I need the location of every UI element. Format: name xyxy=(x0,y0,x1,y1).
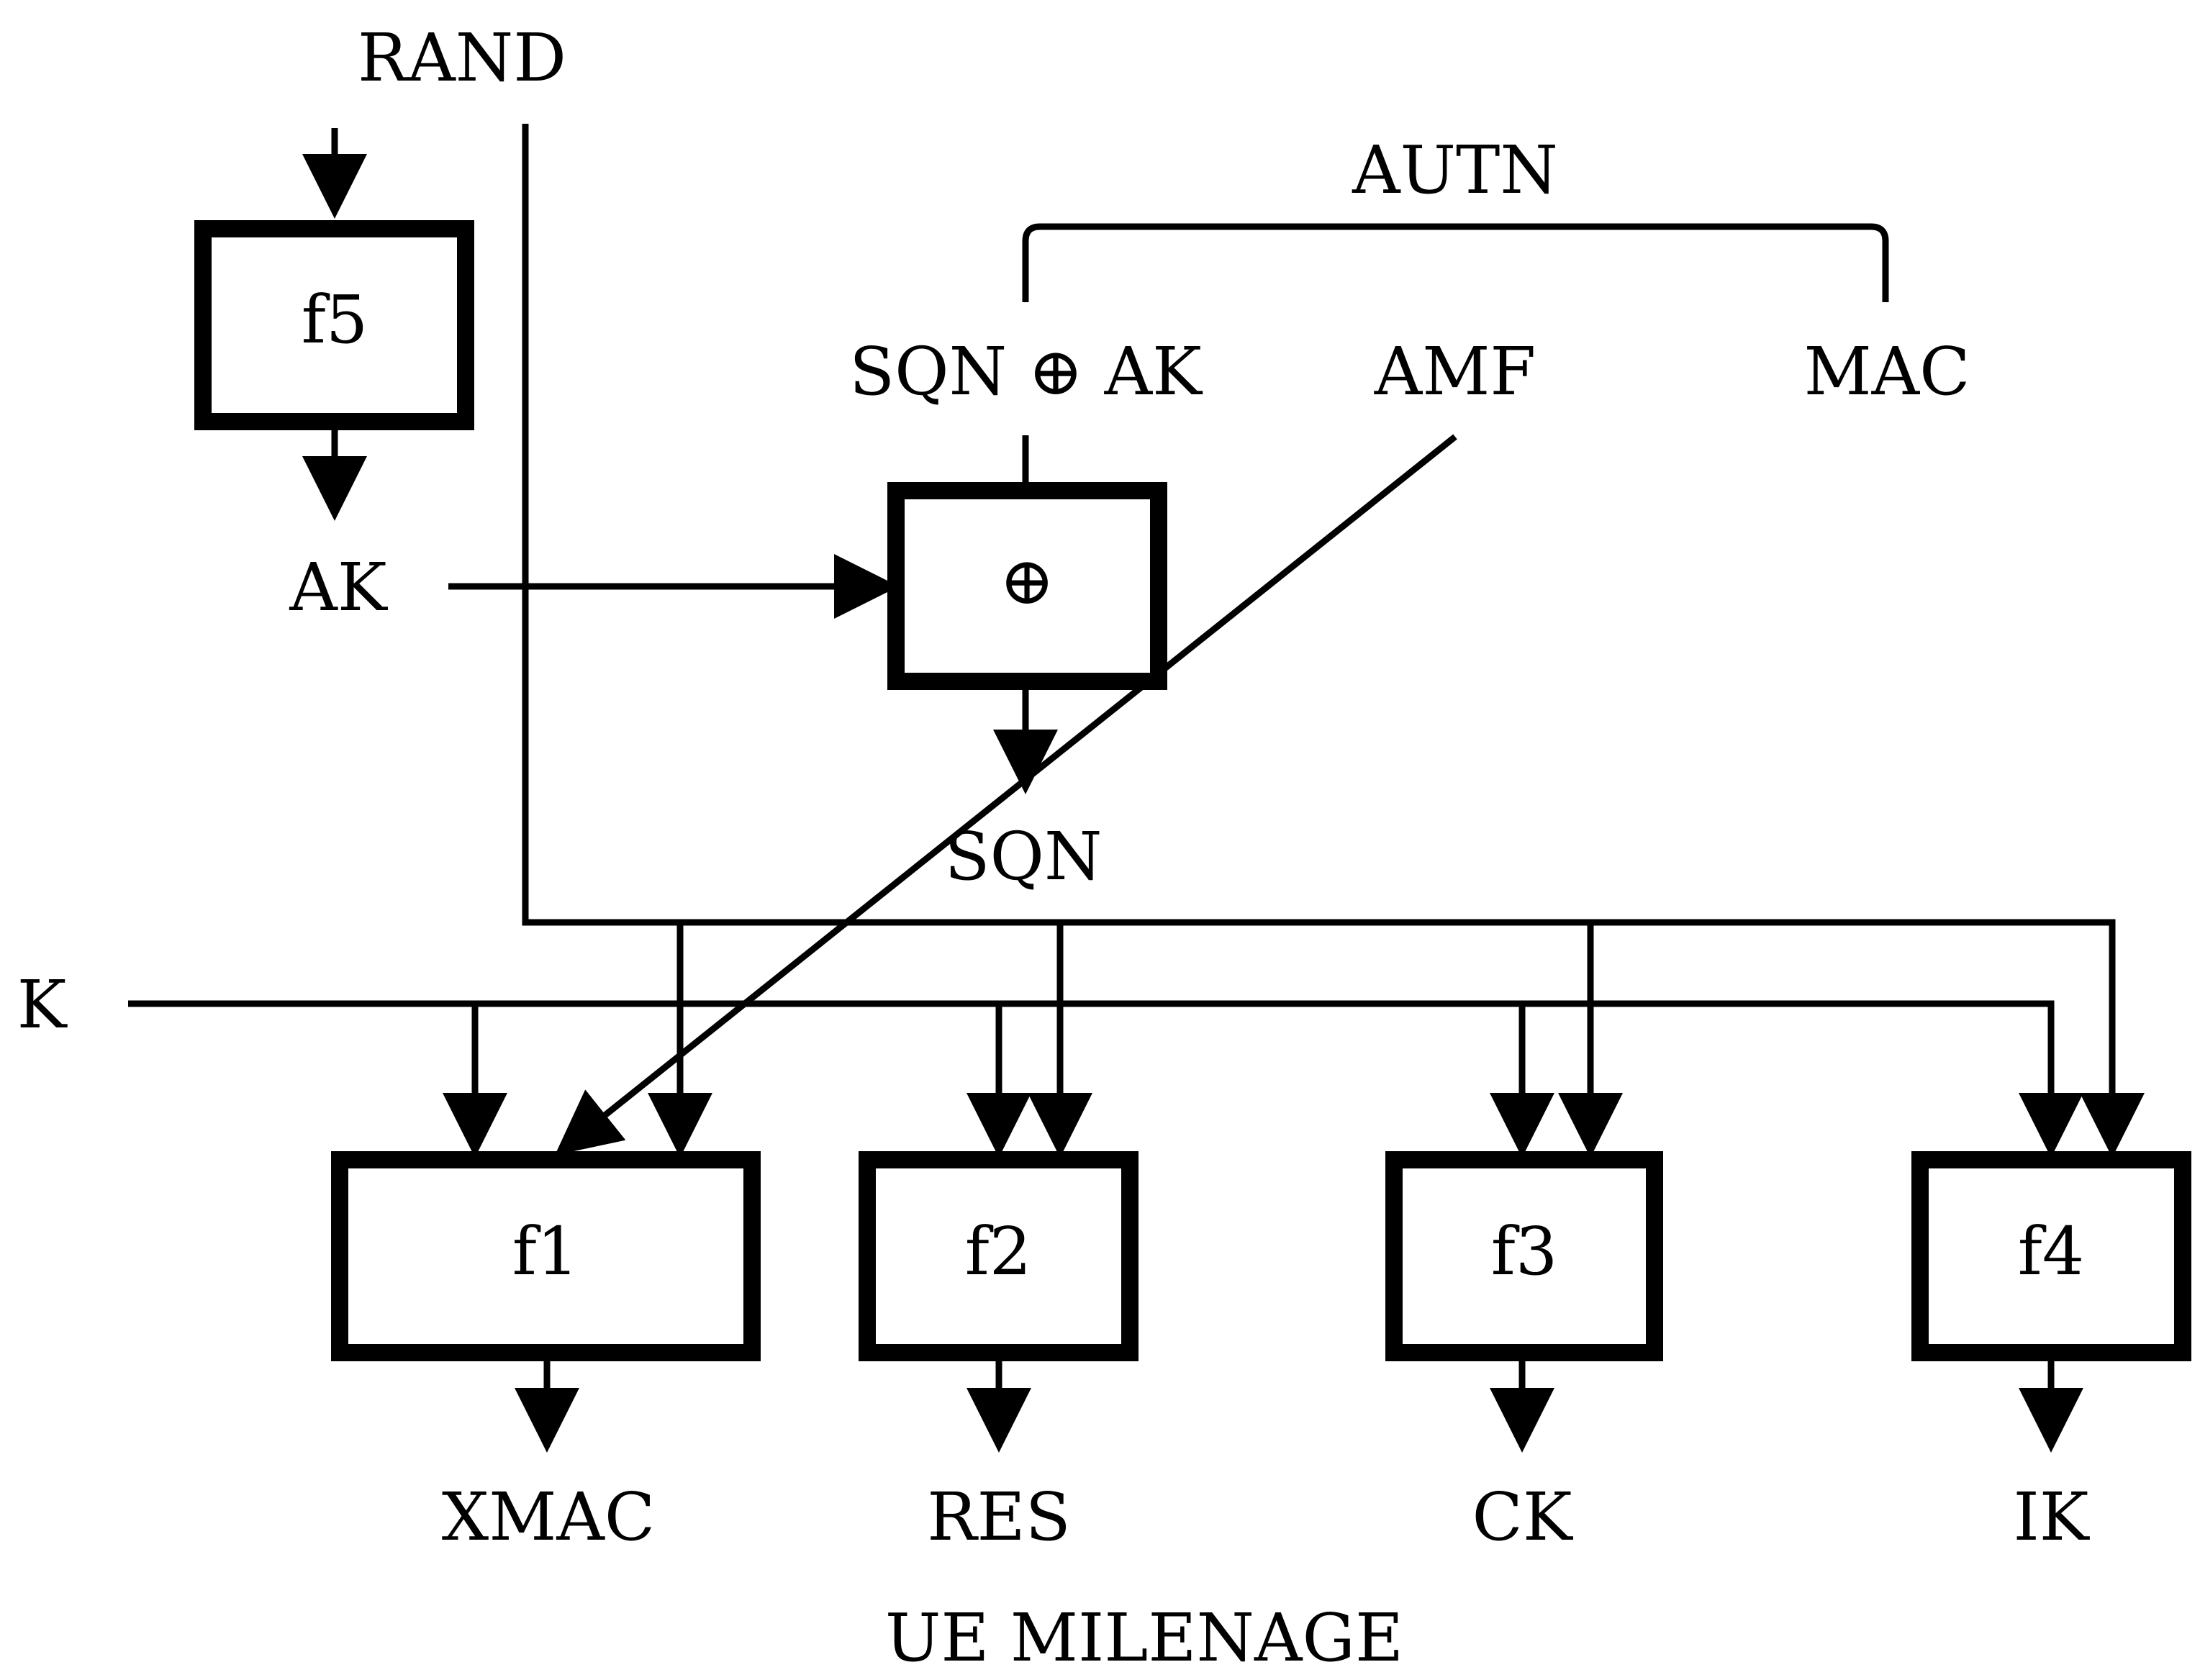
labels: RAND AUTN SQN ⊕ AK AMF MAC AK SQN K XMAC… xyxy=(17,19,2091,1676)
sqn-label: SQN xyxy=(945,818,1103,895)
rand-bus xyxy=(522,124,2116,1151)
block-xor: ⊕ xyxy=(887,482,1167,690)
k-bus xyxy=(128,1000,2055,1151)
ik-label: IK xyxy=(2013,1479,2090,1556)
block-f4: f4 xyxy=(1911,1151,2191,1361)
rand-label: RAND xyxy=(358,19,566,96)
f1-label: f1 xyxy=(512,1213,579,1290)
block-f5: f5 xyxy=(194,220,474,430)
block-f2: f2 xyxy=(859,1151,1139,1361)
wires xyxy=(128,124,2145,1453)
sqn-xor-ak-label: SQN ⊕ AK xyxy=(849,333,1203,410)
diagram-title: UE MILENAGE xyxy=(885,1599,1403,1676)
ak-label: AK xyxy=(289,549,388,626)
mac-label: MAC xyxy=(1803,333,1970,410)
res-label: RES xyxy=(927,1479,1070,1556)
f2-label: f2 xyxy=(965,1213,1032,1290)
ck-label: CK xyxy=(1472,1479,1573,1556)
autn-brace xyxy=(1022,223,1889,302)
amf-label: AMF xyxy=(1374,333,1536,410)
f3-label: f3 xyxy=(1491,1213,1558,1290)
autn-label: AUTN xyxy=(1352,132,1558,209)
k-label: K xyxy=(17,966,68,1043)
xor-label: ⊕ xyxy=(999,542,1054,619)
f4-label: f4 xyxy=(2018,1213,2085,1290)
block-f3: f3 xyxy=(1385,1151,1663,1361)
f5-label: f5 xyxy=(302,281,368,358)
xmac-label: XMAC xyxy=(442,1479,656,1556)
block-f1: f1 xyxy=(331,1151,761,1361)
